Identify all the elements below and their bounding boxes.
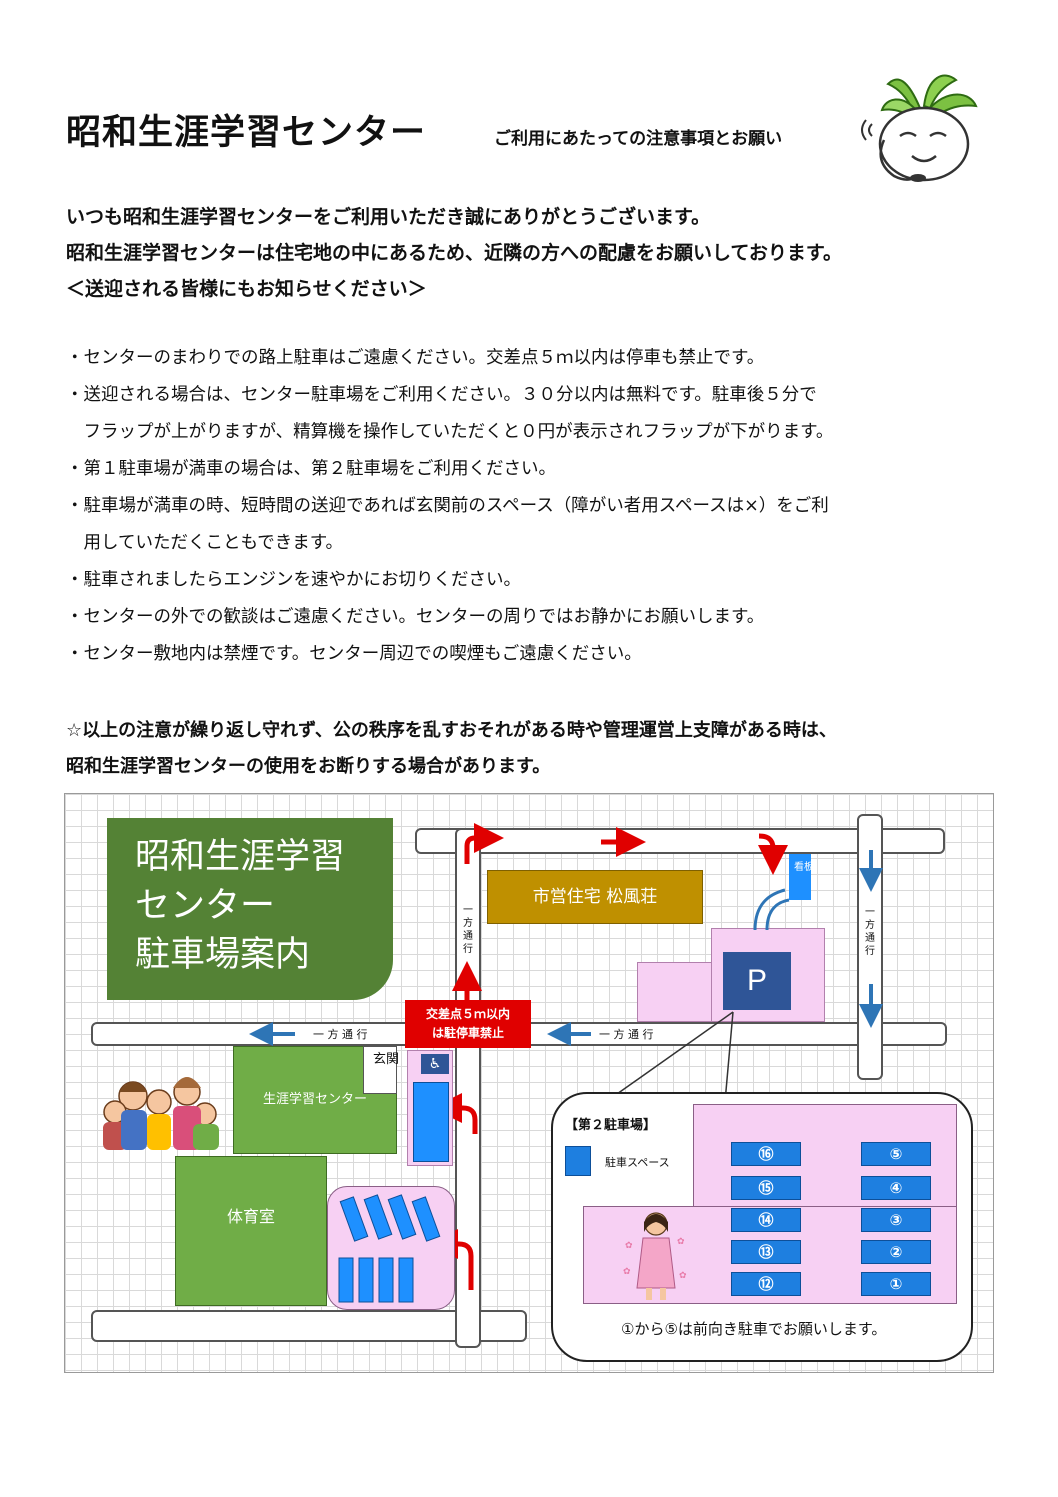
map-title-line: センター: [135, 886, 276, 925]
traffic-arrows: [249, 823, 883, 1290]
signboard: 看板: [789, 854, 814, 900]
no-stop-sign: 交差点５ｍ以内 は駐停車禁止: [405, 1000, 531, 1048]
road-left-vertical: [455, 828, 481, 1348]
parking-spot: ⑤: [861, 1142, 931, 1166]
page-title: 昭和生涯学習センター: [66, 113, 427, 153]
parking-map: 昭和生涯学習 センター 駐車場案内 市営住宅 松風荘 P 看板 一方通行 一方通…: [64, 793, 994, 1373]
warning-line-2: 昭和生涯学習センターの使用をお断りする場合があります。: [66, 756, 551, 777]
parking-spot: ①: [861, 1272, 931, 1296]
greeting-line-1: いつも昭和生涯学習センターをご利用いただき誠にありがとうございます。: [66, 206, 711, 228]
housing-label: 市営住宅 松風荘: [532, 887, 658, 907]
front-space-block: [413, 1082, 449, 1162]
svg-text:✿: ✿: [677, 1237, 685, 1247]
page-subtitle: ご利用にあたっての注意事項とお願い: [494, 129, 783, 149]
parking-spot: ⑬: [731, 1240, 801, 1264]
parking-spot: ⑭: [731, 1208, 801, 1232]
wheelchair-icon: ♿: [428, 1056, 442, 1072]
notice-item: ・センターの外での歓談はご遠慮ください。センターの周りではお静かにお願いします。: [66, 607, 765, 627]
svg-text:✿: ✿: [625, 1241, 633, 1251]
lot-2-legend-swatch: [565, 1146, 591, 1176]
notice-item: フラップが上がりますが、精算機を操作していただくと０円が表示されフラップが下がり…: [66, 422, 834, 442]
map-title-line: 駐車場案内: [135, 935, 311, 974]
one-way-label-left: 一方通行: [462, 904, 474, 956]
lot-1-lower-spaces: [338, 1194, 441, 1303]
notice-item: ・送迎される場合は、センター駐車場をご利用ください。３０分以内は無料です。駐車後…: [66, 385, 817, 405]
map-title-line: 昭和生涯学習: [135, 837, 346, 876]
parking-p-sign: P: [723, 952, 791, 1010]
housing-block: 市営住宅 松風荘: [487, 870, 703, 924]
lot-2-note: ①から⑤は前向き駐車でお願いします。: [621, 1320, 887, 1338]
turnip-mascot-icon: [861, 74, 978, 182]
wheelchair-space: ♿: [421, 1054, 449, 1074]
one-way-label-h-left: 一 方 通 行: [313, 1026, 368, 1042]
parking-spot: ④: [861, 1176, 931, 1200]
attendant-illustration-icon: ✿ ✿ ✿ ✿: [623, 1212, 687, 1300]
lot-entrance-curve: [753, 888, 790, 931]
svg-text:✿: ✿: [623, 1267, 631, 1277]
lot-2-legend-label: 駐車スペース: [605, 1156, 670, 1169]
people-illustration-icon: [103, 1077, 219, 1150]
parking-spot: ②: [861, 1240, 931, 1264]
notice-item: 用していただくこともできます。: [66, 533, 344, 553]
greeting-line-3: ＜送迎される皆様にもお知らせください＞: [66, 278, 427, 300]
notice-item: ・駐車場が満車の時、短時間の送迎であれば玄関前のスペース（障がい者用スペースは×…: [66, 496, 829, 516]
parking-spot: ⑮: [731, 1176, 801, 1200]
one-way-label-h-right: 一 方 通 行: [599, 1026, 654, 1042]
map-title-box: 昭和生涯学習 センター 駐車場案内: [107, 818, 393, 1000]
parking-spot: ③: [861, 1208, 931, 1232]
notice-item: ・センター敷地内は禁煙です。センター周辺での喫煙もご遠慮ください。: [66, 644, 642, 664]
center-building-label: 生涯学習センター: [262, 1092, 367, 1107]
warning-line-1: ☆以上の注意が繰り返し守れず、公の秩序を乱すおそれがある時や管理運営上支障がある…: [66, 720, 837, 741]
road-bottom: [91, 1310, 527, 1342]
parking-spot: ⑫: [731, 1272, 801, 1296]
gym-building: 体育室: [175, 1156, 327, 1306]
gym-label: 体育室: [226, 1207, 275, 1226]
notice-item: ・第１駐車場が満車の場合は、第２駐車場をご利用ください。: [66, 459, 556, 479]
greeting-line-2: 昭和生涯学習センターは住宅地の中にあるため、近隣の方への配慮をお願いしております…: [66, 242, 842, 264]
svg-text:✿: ✿: [679, 1271, 687, 1281]
notice-item: ・駐車されましたらエンジンを速やかにお切りください。: [66, 570, 521, 590]
notice-item: ・センターのまわりでの路上駐車はご遠慮ください。交差点５ｍ以内は停車も禁止です。: [66, 348, 765, 368]
entrance-label: 玄関: [363, 1046, 399, 1094]
parking-spot: ⑯: [731, 1142, 801, 1166]
lot-2-label: 【第２駐車場】: [565, 1118, 657, 1133]
one-way-label-right: 一方通行: [864, 906, 876, 958]
